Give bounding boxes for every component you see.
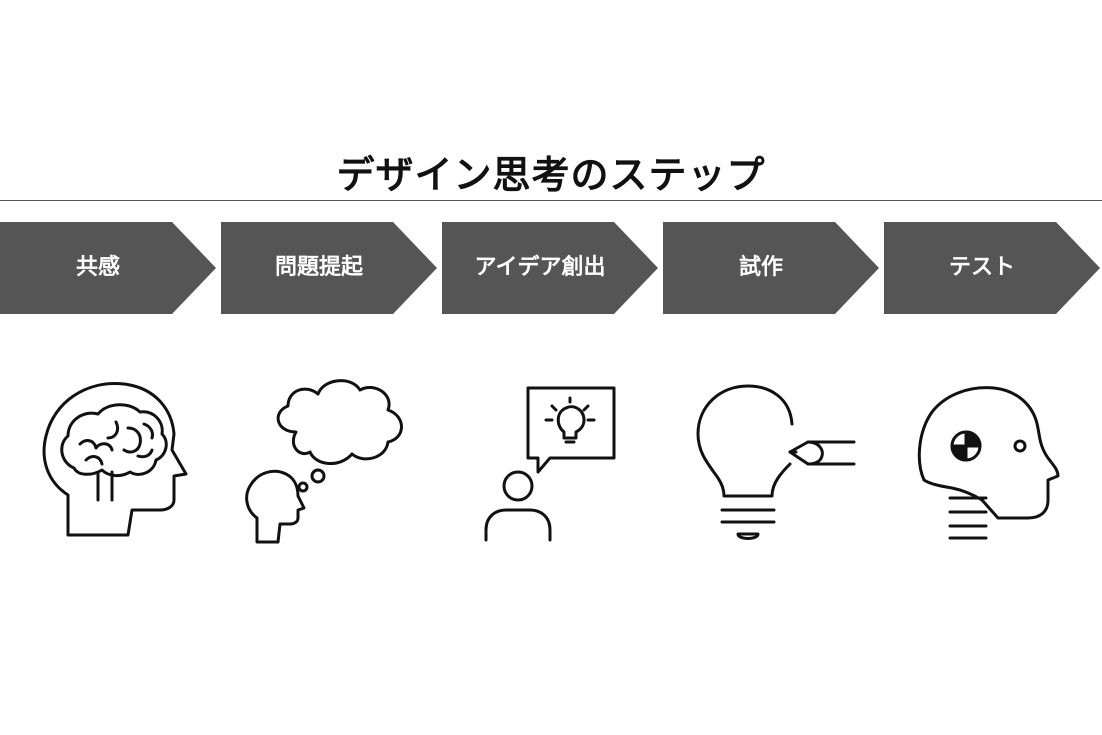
title-divider [0,200,1102,201]
step-label-test: テスト [948,255,1015,280]
lightbulb-pencil-icon [680,372,860,552]
person-idea-bubble-icon [458,372,638,552]
thought-cloud-icon [236,372,416,552]
step-arrow-5 [884,222,1100,314]
head-brain-icon [20,372,200,552]
step-label-ideate: アイデア創出 [474,255,606,280]
step-arrows [0,222,1100,314]
step-label-empathize: 共感 [75,255,120,280]
step-arrow-4 [663,222,879,314]
page-title: デザイン思考のステップ [336,153,766,197]
step-label-prototype: 試作 [738,255,783,280]
step-arrow-3 [442,222,658,314]
step-arrow-1 [0,222,216,314]
step-arrow-2 [221,222,437,314]
step-label-define: 問題提起 [274,255,363,280]
crash-test-head-icon [902,372,1082,552]
